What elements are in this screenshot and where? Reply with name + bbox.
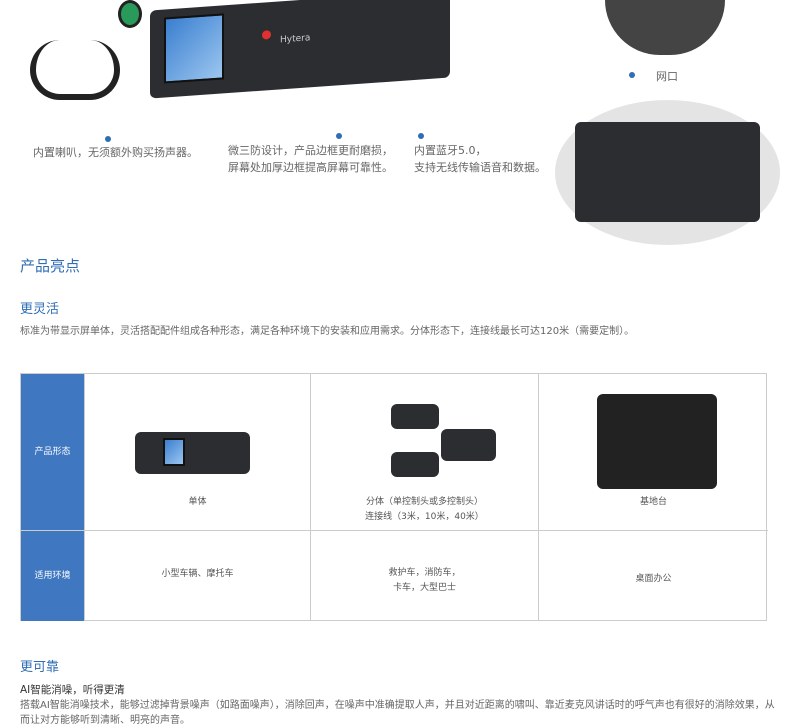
base-station-image — [597, 394, 717, 489]
port-dot — [629, 72, 635, 78]
env-base-station: 桌面办公 — [635, 574, 672, 584]
split-body-image — [441, 429, 496, 461]
radio-screen — [164, 13, 224, 84]
port-photo — [605, 0, 725, 55]
volume-knob — [118, 0, 142, 28]
brand-label: Hytera — [280, 33, 311, 46]
callout-dot — [418, 133, 424, 139]
form-base-station: 基地台 — [539, 374, 768, 531]
callout-dot — [105, 136, 111, 142]
power-button — [262, 30, 271, 40]
row-header-env: 适用环境 — [21, 531, 85, 621]
port-label: 网口 — [656, 70, 678, 83]
rear-panel-photo — [555, 100, 780, 245]
split-head-image — [391, 404, 439, 429]
single-unit-image — [135, 432, 250, 474]
form-split: 分体（单控制头或多控制头）连接线（3米，10米，40米） — [311, 374, 539, 531]
section-title: 产品亮点 — [20, 257, 81, 275]
reliable-desc: 搭载AI智能消噪技术，能够过滤掉背景噪声（如路面噪声），消除回声，在噪声中准确提… — [20, 700, 775, 726]
row-header-form: 产品形态 — [21, 374, 85, 531]
caption-speaker: 内置喇叭，无须额外购买扬声器。 — [33, 146, 198, 159]
flexible-title: 更灵活 — [20, 302, 60, 317]
callout-dot — [336, 133, 342, 139]
form-single: 单体 — [85, 374, 311, 531]
split-head-image — [391, 452, 439, 477]
radio-device: Hytera — [150, 0, 450, 99]
flexible-desc: 标准为带显示屏单体，灵活搭配配件组成各种形态，满足各种环境下的安装和应用需求。分… — [20, 326, 635, 337]
reliable-title: 更可靠 — [20, 660, 60, 675]
caption-bluetooth: 内置蓝牙5.0，支持无线传输语音和数据。 — [414, 144, 546, 174]
env-single: 小型车辆、摩托车 — [85, 531, 311, 621]
product-form-table: 产品形态 适用环境 单体 分体（单控制头或多控制头）连接线（3米，10米，40米… — [20, 373, 768, 621]
mic-cord — [30, 40, 120, 100]
caption-durability: 微三防设计，产品边框更耐磨损，屏幕处加厚边框提高屏幕可靠性。 — [228, 144, 393, 174]
env-split: 救护车，消防车，卡车，大型巴士 — [311, 531, 539, 621]
reliable-subtitle: AI智能消噪，听得更清 — [20, 684, 125, 696]
